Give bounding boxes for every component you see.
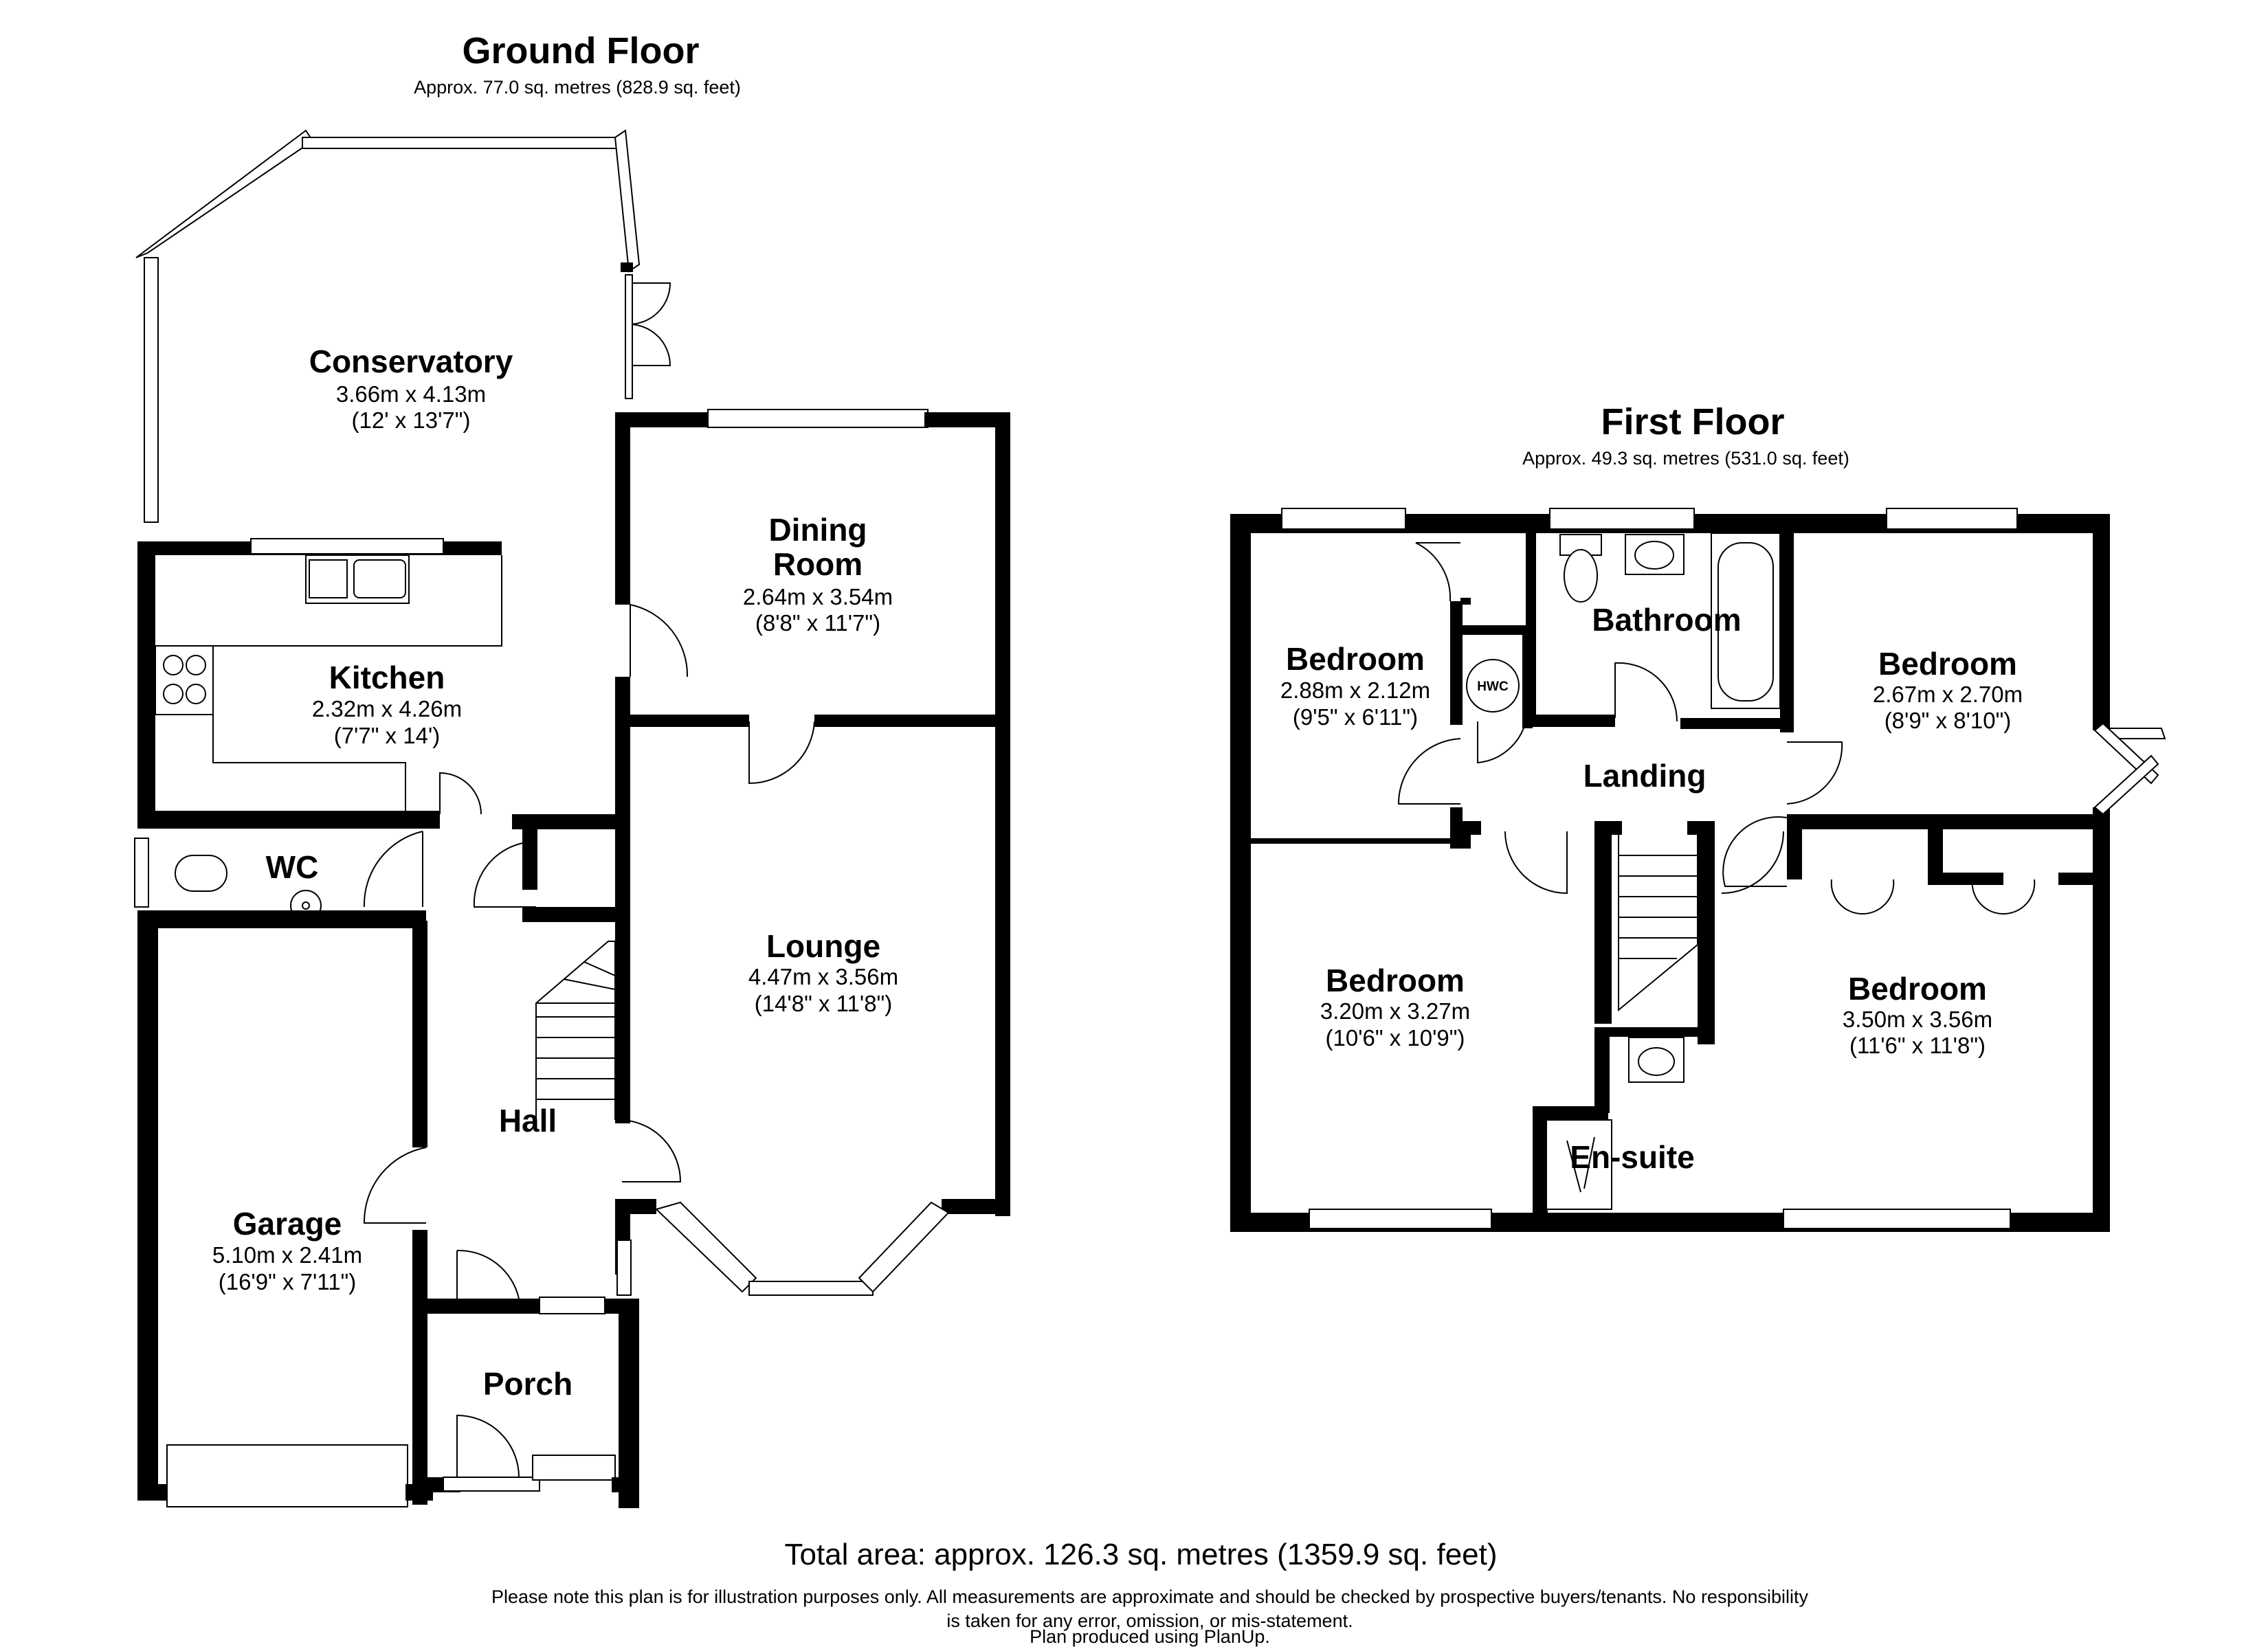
ground-floor-area: Approx. 77.0 sq. metres (828.9 sq. feet) [414,77,741,98]
room-name-bedroom-nw: Bedroom [1286,641,1425,677]
room-size-imperial-lounge: (14'8" x 11'8") [755,991,893,1016]
room-size-imperial-conservatory: (12' x 13'7") [352,407,471,433]
room-name-bathroom: Bathroom [1592,602,1741,638]
room-name-garage: Garage [233,1206,342,1242]
room-name-en-suite: En-suite [1570,1139,1694,1175]
room-size-dining: 2.64m x 3.54m [743,584,893,609]
room-size-garage: 5.10m x 2.41m [212,1242,362,1268]
first-floor-area: Approx. 49.3 sq. metres (531.0 sq. feet) [1522,448,1849,469]
room-size-bedroom-sw: 3.20m x 3.27m [1320,998,1470,1024]
lounge-bay-window [655,1201,950,1296]
total-area: Total area: approx. 126.3 sq. metres (13… [784,1538,1497,1571]
room-name-dining-1: Dining [768,512,867,548]
first-floor-stairs [1618,835,1698,1012]
room-size-imperial-kitchen: (7'7" x 14') [334,723,441,748]
disclaimer-line-1: Please note this plan is for illustratio… [491,1586,1809,1607]
staircase [535,941,616,1120]
labels: Ground Floor Approx. 77.0 sq. metres (82… [212,30,2023,1647]
room-name-kitchen: Kitchen [329,660,445,695]
room-size-bedroom-nw: 2.88m x 2.12m [1280,677,1430,703]
room-size-imperial-garage: (16'9" x 7'11") [219,1269,357,1294]
conservatory-doors [625,274,671,399]
wall-garage-west [137,928,158,1498]
room-name-dining-2: Room [773,546,863,582]
room-size-kitchen: 2.32m x 4.26m [312,696,462,721]
room-size-bedroom-ne: 2.67m x 2.70m [1873,682,2023,707]
room-name-bedroom-ne: Bedroom [1878,646,2017,682]
disclaimer-line-2: is taken for any error, omission, or mis… [946,1611,1353,1631]
room-name-conservatory: Conservatory [309,344,513,379]
conservatory-glazing [135,129,641,523]
room-size-imperial-dining: (8'8" x 11'7") [755,610,880,636]
room-size-imperial-bedroom-nw: (9'5" x 6'11") [1293,704,1418,730]
room-size-imperial-bedroom-se: (11'6" x 11'8") [1849,1033,1986,1058]
room-name-lounge: Lounge [766,928,880,964]
room-size-lounge: 4.47m x 3.56m [748,964,898,989]
room-name-wc: WC [266,849,319,885]
ground-floor-title: Ground Floor [463,30,700,71]
first-floor-title: First Floor [1601,401,1785,442]
first-floor-plan [1230,508,2166,1232]
ground-floor-plan [134,129,1010,1508]
room-name-porch: Porch [483,1366,572,1402]
room-name-bedroom-se: Bedroom [1848,971,1987,1007]
room-size-imperial-bedroom-sw: (10'6" x 10'9") [1326,1025,1465,1051]
room-name-landing: Landing [1583,758,1706,794]
room-name-bedroom-sw: Bedroom [1326,963,1465,998]
room-size-imperial-bedroom-ne: (8'9" x 8'10") [1885,708,2012,733]
disclaimer-line-3: Plan produced using PlanUp. [1030,1626,1270,1647]
room-size-conservatory: 3.66m x 4.13m [336,381,486,407]
hwc-label: HWC [1477,680,1509,694]
hob [155,645,214,715]
room-size-bedroom-se: 3.50m x 3.56m [1843,1007,1992,1032]
wall-kitchen-west [137,541,155,816]
room-name-hall: Hall [499,1103,557,1138]
